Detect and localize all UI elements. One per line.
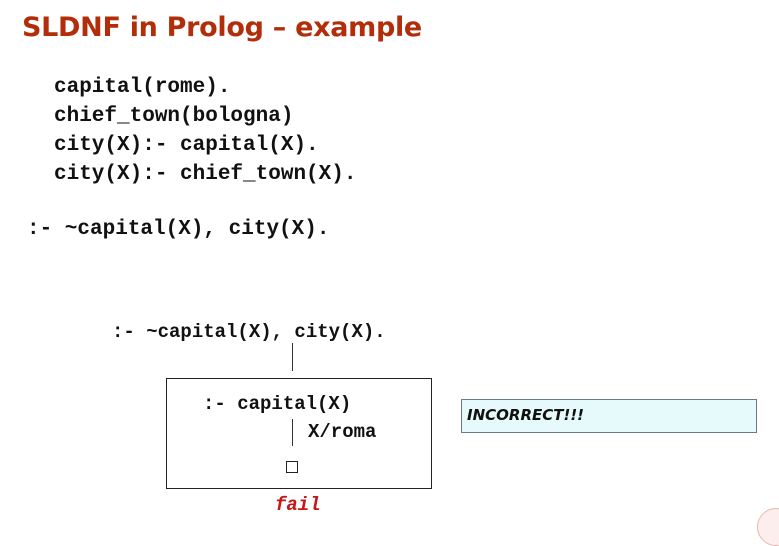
program-line: chief_town(bologna) xyxy=(54,105,294,128)
tree-root-goal: :- ~capital(X), city(X). xyxy=(112,321,386,343)
incorrect-note: INCORRECT!!! xyxy=(461,399,757,433)
empty-clause-square-icon xyxy=(286,461,298,473)
program-line: capital(rome). xyxy=(54,76,231,99)
program-line: city(X):- capital(X). xyxy=(54,134,319,157)
university-seal-icon xyxy=(757,508,779,546)
slide-title: SLDNF in Prolog – example xyxy=(22,12,422,43)
prolog-query: :- ~capital(X), city(X). xyxy=(27,218,330,241)
negation-subtree-box xyxy=(166,378,432,489)
tree-edge-subgoal xyxy=(292,419,293,446)
tree-edge-root xyxy=(292,343,293,371)
prolog-program: capital(rome). chief_town(bologna) city(X)… xyxy=(54,73,356,189)
subtree-goal: :- capital(X) xyxy=(203,393,352,415)
fail-label: fail xyxy=(275,494,321,516)
program-line: city(X):- chief_town(X). xyxy=(54,163,357,186)
substitution-label: X/roma xyxy=(308,421,377,443)
